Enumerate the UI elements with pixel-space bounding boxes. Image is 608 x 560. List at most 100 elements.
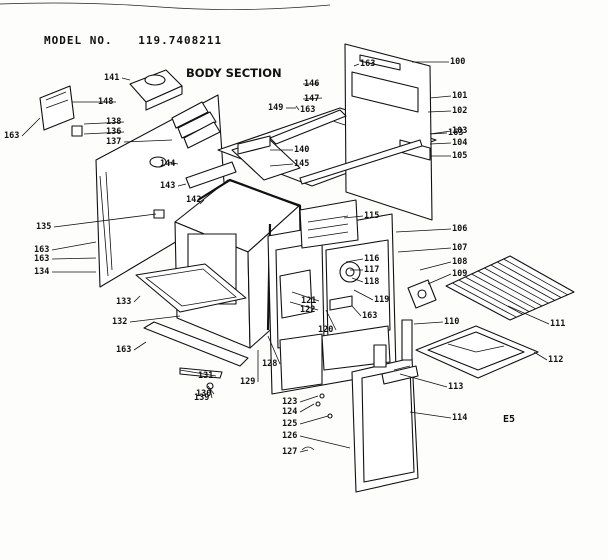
part-label-105: 105 <box>452 151 468 161</box>
part-label-107: 107 <box>452 243 468 253</box>
part-label-110: 110 <box>444 317 460 327</box>
leader-line-163 <box>429 132 448 135</box>
leader-line-120 <box>325 309 337 331</box>
small-parts <box>39 69 333 451</box>
leader-line-124 <box>299 403 315 413</box>
leader-line-119 <box>353 289 374 301</box>
model-number-header: MODEL NO. 119.7408211 <box>44 34 240 47</box>
leader-line-138 <box>83 121 125 125</box>
leader-line-112 <box>533 351 548 361</box>
leader-line-163 <box>133 341 147 351</box>
leader-line-133 <box>133 295 141 303</box>
leader-line-114 <box>409 411 452 419</box>
broil-pan <box>415 325 539 379</box>
rack-wire <box>465 276 530 312</box>
rack-wire <box>503 258 568 296</box>
part-label-127: 127 <box>282 447 298 457</box>
part-label-129: 129 <box>240 377 256 387</box>
part-label-103: 103 <box>452 126 468 136</box>
part-label-122: 122 <box>300 305 316 315</box>
back-panel <box>344 43 433 221</box>
part-label-140: 140 <box>294 145 310 155</box>
leader-line-135 <box>53 213 157 228</box>
part-label-163: 163 <box>448 128 464 138</box>
leader-line-163 <box>51 257 97 260</box>
part-label-101: 101 <box>452 91 468 101</box>
part-label-116: 116 <box>364 254 380 264</box>
leader-line-118 <box>351 277 364 283</box>
rack-wire <box>490 264 555 301</box>
part-label-163: 163 <box>300 105 316 115</box>
rack-wire <box>477 270 543 307</box>
scan-edge <box>0 2 331 10</box>
leader-line-143 <box>177 183 187 187</box>
leader-line-104 <box>429 142 452 145</box>
part-label-109: 109 <box>452 269 468 279</box>
leader-line-139 <box>209 387 213 399</box>
leader-line-128 <box>267 335 281 365</box>
leader-line-116 <box>345 258 364 263</box>
model-number: 119.7408211 <box>138 34 223 47</box>
part-label-111: 111 <box>550 319 566 329</box>
part-label-118: 118 <box>364 277 380 287</box>
part-label-149: 149 <box>268 103 284 113</box>
part-label-108: 108 <box>452 257 468 267</box>
part-label-115: 115 <box>364 211 380 221</box>
part-label-114: 114 <box>452 413 468 423</box>
rack-wire <box>471 273 536 310</box>
vent-bracket <box>39 85 75 131</box>
leader-line-111 <box>507 305 550 325</box>
part-label-142: 142 <box>186 195 202 205</box>
left-side-panel <box>95 94 227 288</box>
part-label-134: 134 <box>34 267 50 277</box>
part-label-135: 135 <box>36 222 52 232</box>
part-label-136: 136 <box>106 127 122 137</box>
leader-line-102 <box>427 110 452 113</box>
part-label-163: 163 <box>34 254 50 264</box>
part-label-130: 130 <box>196 389 212 399</box>
leader-line-132 <box>129 315 181 323</box>
part-label-163: 163 <box>360 59 376 69</box>
leader-line-109 <box>427 273 452 285</box>
leader-line-121 <box>291 291 320 302</box>
leader-line-163 <box>21 117 41 137</box>
part-label-112: 112 <box>548 355 564 365</box>
part-label-131: 131 <box>198 371 214 381</box>
leader-line-113 <box>399 373 448 388</box>
leader-line-136 <box>83 131 125 135</box>
part-label-106: 106 <box>452 224 468 234</box>
leader-line-137 <box>123 139 173 143</box>
igniter-bracket <box>407 279 437 309</box>
leader-line-108 <box>419 261 452 271</box>
clip-144 <box>149 156 167 168</box>
clip-138 <box>71 125 83 137</box>
part-label-148: 148 <box>98 97 114 107</box>
top-brackets <box>185 135 301 189</box>
leader-line-110 <box>413 321 444 325</box>
part-label-128: 128 <box>262 359 278 369</box>
leader-line-115 <box>343 215 364 219</box>
part-label-125: 125 <box>282 419 298 429</box>
part-label-132: 132 <box>112 317 128 327</box>
leader-line-163 <box>295 105 300 111</box>
rack-wire <box>458 279 523 315</box>
part-label-144: 144 <box>160 159 176 169</box>
part-label-163: 163 <box>4 131 20 141</box>
rack-wire <box>452 282 517 318</box>
part-label-139: 139 <box>194 393 210 403</box>
leader-line-144 <box>167 161 179 165</box>
leader-line-101 <box>429 95 452 99</box>
part-label-100: 100 <box>450 57 466 67</box>
leader-line-125 <box>299 415 329 425</box>
leader-line-127 <box>299 449 309 453</box>
leader-line-163 <box>51 241 97 251</box>
part-label-146: 146 <box>304 79 320 89</box>
leader-lines <box>21 61 550 453</box>
part-label-120: 120 <box>318 325 334 335</box>
rear-rails <box>269 109 423 185</box>
part-label-124: 124 <box>282 407 298 417</box>
leader-line-163 <box>353 63 360 67</box>
part-label-163: 163 <box>34 245 50 255</box>
part-label-163: 163 <box>362 311 378 321</box>
